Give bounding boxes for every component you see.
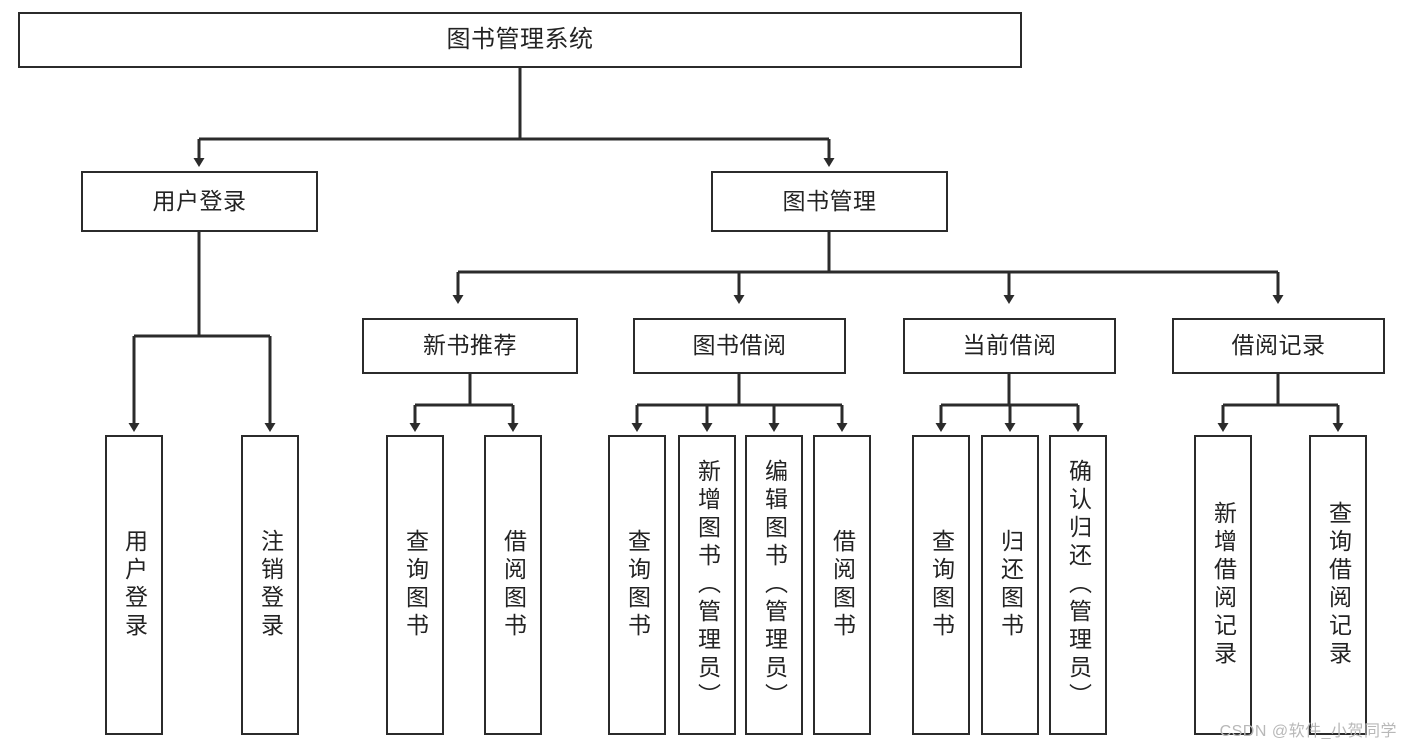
node-label: 用户登录	[152, 187, 247, 214]
node-borrow-record[interactable]: 借阅记录	[1172, 318, 1385, 374]
leaf-query-book-borrow[interactable]: 查询图书	[608, 435, 666, 735]
leaf-user-login[interactable]: 用户登录	[105, 435, 163, 735]
node-label: 新增图书（管理员）	[694, 459, 721, 711]
leaf-query-borrow-record[interactable]: 查询借阅记录	[1309, 435, 1367, 735]
node-label: 借阅图书	[500, 529, 527, 641]
node-root-book-management-system[interactable]: 图书管理系统	[18, 12, 1022, 68]
node-label: 查询借阅记录	[1325, 501, 1352, 669]
node-new-book-recommend[interactable]: 新书推荐	[362, 318, 578, 374]
node-label: 编辑图书（管理员）	[761, 459, 788, 711]
node-label: 用户登录	[121, 529, 148, 641]
leaf-add-book[interactable]: 新增图书（管理员）	[678, 435, 736, 735]
node-label: 新书推荐	[423, 332, 517, 359]
leaf-query-book-recommend[interactable]: 查询图书	[386, 435, 444, 735]
node-label: 借阅图书	[829, 529, 856, 641]
node-label: 归还图书	[997, 529, 1024, 641]
node-label: 确认归还（管理员）	[1065, 459, 1092, 711]
leaf-return-book[interactable]: 归还图书	[981, 435, 1039, 735]
leaf-edit-book[interactable]: 编辑图书（管理员）	[745, 435, 803, 735]
node-label: 查询图书	[624, 529, 651, 641]
node-book-management[interactable]: 图书管理	[711, 171, 948, 232]
node-book-borrow[interactable]: 图书借阅	[633, 318, 846, 374]
node-user-login[interactable]: 用户登录	[81, 171, 318, 232]
node-label: 查询图书	[402, 529, 429, 641]
leaf-add-borrow-record[interactable]: 新增借阅记录	[1194, 435, 1252, 735]
leaf-confirm-return[interactable]: 确认归还（管理员）	[1049, 435, 1107, 735]
leaf-user-logout[interactable]: 注销登录	[241, 435, 299, 735]
leaf-query-book-current[interactable]: 查询图书	[912, 435, 970, 735]
node-current-borrow[interactable]: 当前借阅	[903, 318, 1116, 374]
node-label: 当前借阅	[962, 332, 1057, 359]
node-label: 图书管理	[782, 187, 877, 214]
leaf-borrow-book[interactable]: 借阅图书	[813, 435, 871, 735]
node-label: 查询图书	[928, 529, 955, 641]
node-label: 图书借阅	[692, 332, 787, 359]
node-label: 借阅记录	[1231, 332, 1326, 359]
leaf-borrow-book-recommend[interactable]: 借阅图书	[484, 435, 542, 735]
node-label: 注销登录	[257, 529, 284, 641]
node-label: 新增借阅记录	[1210, 501, 1237, 669]
node-label: 图书管理系统	[446, 25, 594, 53]
